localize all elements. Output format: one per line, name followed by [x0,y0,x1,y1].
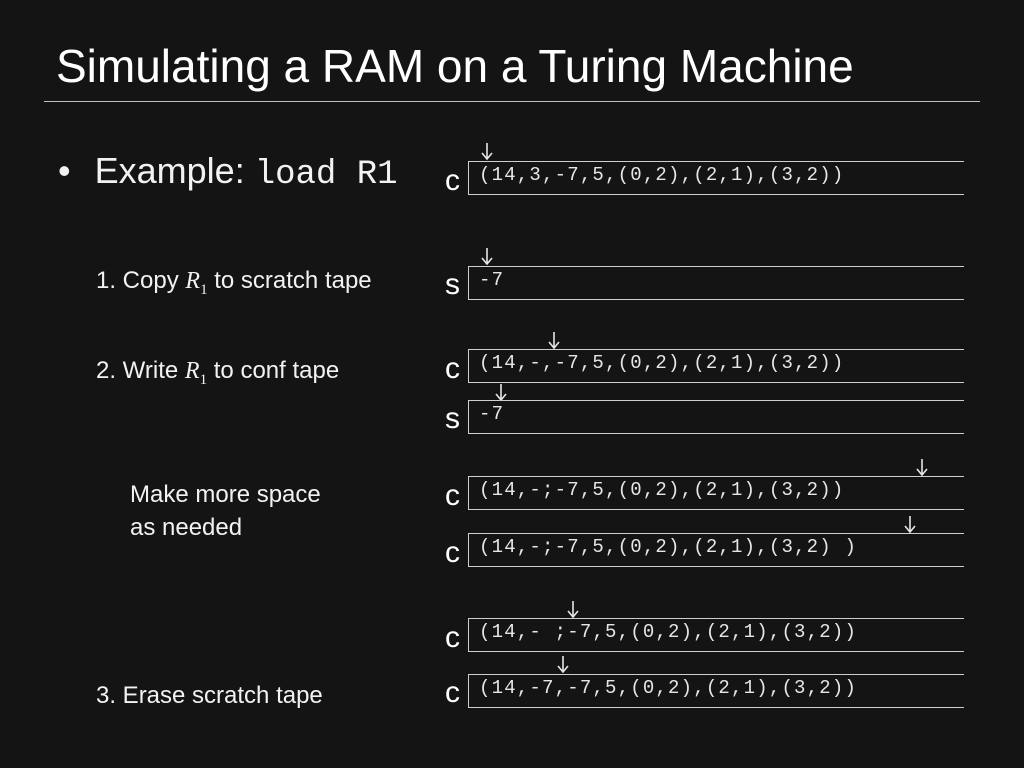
conf-tape: (14,-7,-7,5,(0,2),(2,1),(3,2)) [468,674,964,708]
tape-head-arrow-icon [480,248,494,266]
title-divider [44,101,980,102]
tape-label-conf: c [445,352,460,385]
tape-head-arrow-icon [547,332,561,350]
tape-content: -7 [479,403,505,425]
step-write: 2. Write R1 to conf tape [96,356,339,395]
conf-tape: (14,- ;-7,5,(0,2),(2,1),(3,2)) [468,618,964,652]
register-label: R1 [184,358,208,388]
step-copy-prefix: 1. Copy [96,267,186,294]
tape-label-conf: c [445,479,460,512]
tape-content: (14,-,-7,5,(0,2),(2,1),(3,2)) [479,352,845,374]
tape-content: (14,-7,-7,5,(0,2),(2,1),(3,2)) [479,677,858,699]
space-note: Make more space as needed [130,478,321,544]
scratch-tape: -7 [468,266,964,300]
tape-head-arrow-icon [903,516,917,534]
tape-label-conf: c [445,676,460,709]
tape-label-scratch: s [445,268,460,301]
step-erase-text: 3. Erase scratch tape [96,682,323,709]
step-write-suffix: to conf tape [207,357,340,384]
tape-head-arrow-icon [915,459,929,477]
space-note-line2: as needed [130,514,243,541]
tape-label-conf: c [445,536,460,569]
conf-tape: (14,-;-7,5,(0,2),(2,1),(3,2)) [468,476,964,510]
example-code: load R1 [254,156,398,194]
conf-tape: (14,3,-7,5,(0,2),(2,1),(3,2)) [468,161,964,195]
example-bullet: • Example: load R1 [58,150,398,196]
step-erase: 3. Erase scratch tape [96,681,323,711]
tape-label-conf: c [445,164,460,197]
conf-tape: (14,-,-7,5,(0,2),(2,1),(3,2)) [468,349,964,383]
tape-content: (14,- ;-7,5,(0,2),(2,1),(3,2)) [479,621,858,643]
space-note-line1: Make more space [130,481,321,508]
tape-head-arrow-icon [480,143,494,161]
tape-head-arrow-icon [556,656,570,674]
register-label: R1 [185,268,208,298]
tape-content: -7 [479,269,505,291]
step-copy-suffix: to scratch tape [207,267,372,294]
step-copy: 1. Copy R1 to scratch tape [96,266,372,305]
tape-head-arrow-icon [566,601,580,619]
tape-content: (14,-;-7,5,(0,2),(2,1),(3,2) ) [479,536,858,558]
example-label: Example: [94,150,255,191]
tape-label-conf: c [445,621,460,654]
slide-title: Simulating a RAM on a Turing Machine [56,40,854,92]
scratch-tape: -7 [468,400,964,434]
step-write-prefix: 2. Write [96,357,185,384]
tape-content: (14,-;-7,5,(0,2),(2,1),(3,2)) [479,479,845,501]
tape-content: (14,3,-7,5,(0,2),(2,1),(3,2)) [479,164,845,186]
tape-label-scratch: s [445,402,460,435]
bullet-marker: • [58,150,71,191]
conf-tape: (14,-;-7,5,(0,2),(2,1),(3,2) ) [468,533,964,567]
